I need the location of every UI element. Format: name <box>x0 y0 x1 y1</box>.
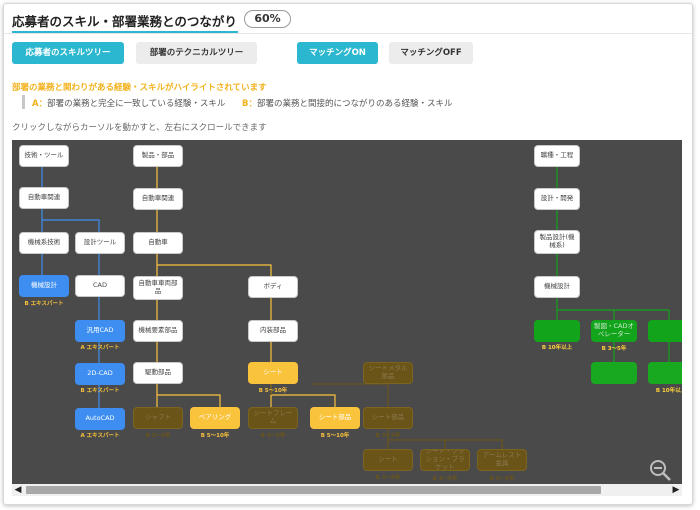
chevron-left-icon[interactable]: ◀ <box>14 485 22 495</box>
node-design-dev[interactable]: 設計・開発 <box>534 188 580 210</box>
legend-b-text: 部署の業務と間接的につながりのある経験・スキル <box>257 99 453 109</box>
node-bearing[interactable]: ベアリング <box>190 407 240 429</box>
node-mech-design-left-level: B エキスパート <box>24 301 64 307</box>
horizontal-scrollbar[interactable]: ◀ ▶ <box>12 484 682 496</box>
scroll-hint: クリックしながらカーソルを動かすと、左右にスクロールできます <box>12 123 267 133</box>
node-body[interactable]: ボディ <box>248 276 298 298</box>
node-seat-parts-level: B 5～10年 <box>320 433 350 439</box>
chevron-right-icon[interactable]: ▶ <box>672 485 680 495</box>
node-tech-tool[interactable]: 技術・ツール <box>19 145 69 167</box>
node-cad[interactable]: CAD <box>75 275 125 297</box>
node-seat-metal[interactable]: シートメタル部品 <box>363 362 413 384</box>
node-drafting-cad-operator[interactable]: 製図・CADオペレーター <box>591 320 637 342</box>
match-percent-badge: 60% <box>244 10 291 28</box>
node-seat-level: B 5～10年 <box>258 388 288 394</box>
matching-on-button[interactable]: マッチングON <box>297 42 378 64</box>
department-tech-tree-button[interactable]: 部署のテクニカルツリー <box>136 42 257 64</box>
node-job[interactable]: 職種・工程 <box>534 145 580 167</box>
node-2d-cad[interactable]: 2D-CAD <box>75 363 125 385</box>
node-green-1[interactable] <box>534 320 580 342</box>
node-mech-design-left[interactable]: 機械設計 <box>19 275 69 297</box>
node-leaf-2-level: B 3～5年 <box>432 476 458 482</box>
node-green-5-level: B 10年以上 <box>655 388 682 394</box>
node-seat-parts[interactable]: シート部品 <box>310 407 360 429</box>
node-2d-cad-level: B エキスパート <box>80 388 120 394</box>
node-leaf-1-level: B 3～5年 <box>375 475 401 481</box>
scrollbar-thumb[interactable] <box>26 486 601 494</box>
node-car[interactable]: 自動車 <box>133 232 183 254</box>
node-green-1-level: B 10年以上 <box>541 345 573 351</box>
legend-title: 部署の業務と関わりがある経験・スキルがハイライトされています <box>12 83 267 93</box>
node-auto-related-2[interactable]: 自動車関連 <box>133 188 183 210</box>
node-design-tool[interactable]: 設計ツール <box>75 232 125 254</box>
node-leaf-2[interactable]: シート・クッション・ブラケット <box>420 449 470 471</box>
node-autocad[interactable]: AutoCAD <box>75 408 125 430</box>
node-general-cad[interactable]: 汎用CAD <box>75 320 125 342</box>
node-drafting-cad-operator-level: B 3～5年 <box>601 346 627 352</box>
node-auto-related[interactable]: 自動車関連 <box>19 187 69 209</box>
applicant-skill-tree-button[interactable]: 応募者のスキルツリー <box>12 42 124 64</box>
node-leaf-3-level: B 3～5年 <box>489 476 515 482</box>
node-shaft[interactable]: シャフト <box>133 407 183 429</box>
node-green-3[interactable] <box>648 320 682 342</box>
zoom-out-icon[interactable] <box>648 458 672 482</box>
node-green-4[interactable] <box>591 362 637 384</box>
node-leaf-3[interactable]: アームレスト金具 <box>477 449 527 471</box>
legend-description: A：部署の業務と完全に一致している経験・スキル B：部署の業務と間接的につながり… <box>32 97 453 109</box>
node-mech-tech[interactable]: 機械系技術 <box>19 232 69 254</box>
node-shaft-level: B 3～5年 <box>145 433 171 439</box>
matching-off-button[interactable]: マッチングOFF <box>389 42 473 64</box>
node-seat-frame-level: B 3～5年 <box>260 433 286 439</box>
node-green-5[interactable] <box>648 362 682 384</box>
node-products[interactable]: 製品・部品 <box>133 145 183 167</box>
page-title: 応募者のスキル・部署業務とのつながり <box>12 14 237 29</box>
node-interior[interactable]: 内装部品 <box>248 320 298 342</box>
legend-a-text: 部署の業務と完全に一致している経験・スキル <box>47 99 226 109</box>
panel-header: 応募者のスキル・部署業務とのつながり 60% <box>4 4 692 34</box>
node-seat-frame[interactable]: シートフレーム <box>248 407 298 429</box>
node-autocad-level: A エキスパート <box>80 433 120 439</box>
node-leaf-1[interactable]: シート <box>363 449 413 471</box>
node-bearing-level: B 5～10年 <box>200 433 230 439</box>
skill-tree-canvas[interactable]: 技術・ツール 自動車関連 機械系技術 設計ツール 機械設計 B エキスパート C… <box>12 140 682 484</box>
skill-connection-panel: 応募者のスキル・部署業務とのつながり 60% 応募者のスキルツリー 部署のテクニ… <box>3 3 693 505</box>
node-seat[interactable]: シート <box>248 362 298 384</box>
legend-b-key: B： <box>242 99 258 109</box>
legend-a-key: A： <box>32 99 48 109</box>
node-drive-parts[interactable]: 駆動部品 <box>133 362 183 384</box>
node-product-design[interactable]: 製品設計(機械系) <box>534 230 580 254</box>
node-car-parts[interactable]: 自動車車両部品 <box>133 276 183 300</box>
node-general-cad-level: A エキスパート <box>80 345 120 351</box>
legend-divider <box>22 95 25 109</box>
node-mech-design-right[interactable]: 機械設計 <box>534 276 580 298</box>
title-underline <box>12 31 238 33</box>
node-sub-parts[interactable]: シート部品 <box>363 407 413 429</box>
node-mech-parts[interactable]: 機械要素部品 <box>133 320 183 342</box>
node-sub-parts-level: B 3～5年 <box>375 433 401 439</box>
